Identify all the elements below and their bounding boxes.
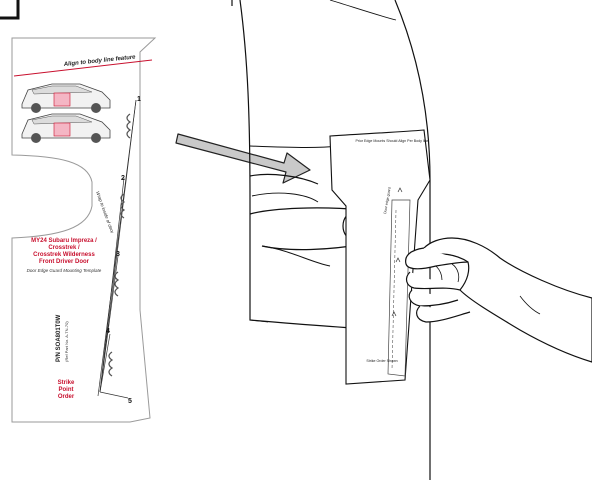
part-number: P/N SOA801T0W <box>56 314 62 362</box>
strike-label-3: Order <box>58 394 75 400</box>
point-1: 1 <box>137 96 141 103</box>
point-3: 3 <box>116 251 120 258</box>
finger-3 <box>409 290 458 306</box>
mounting-template: Align to body line feature <box>12 38 155 422</box>
point-4: 4 <box>106 328 110 335</box>
model-line-1: MY24 Subaru Impreza / <box>31 238 97 244</box>
part-number-ref: (Ref Part No. A-TN-70) <box>64 321 69 362</box>
strike-label-1: Strike <box>58 380 75 386</box>
point-5: 5 <box>128 398 132 405</box>
thumb <box>417 306 470 322</box>
model-line-3: Crosstrek Wilderness <box>33 252 95 258</box>
placed-top-note: Prior Edge Mounts Should Align Per Body … <box>355 139 428 143</box>
template-subtitle: Door Edge Guard Mounting Template <box>27 268 102 273</box>
finger-2 <box>407 272 460 290</box>
placed-bottom-note: Strike Order Shown <box>366 359 397 363</box>
corner-bracket <box>0 0 18 18</box>
point-2: 2 <box>121 175 125 182</box>
door-label: Front Driver Door <box>39 259 90 265</box>
strike-label-2: Point <box>59 387 74 393</box>
hand-illustration <box>406 238 592 362</box>
model-line-2: Crosstrek / <box>48 245 80 251</box>
